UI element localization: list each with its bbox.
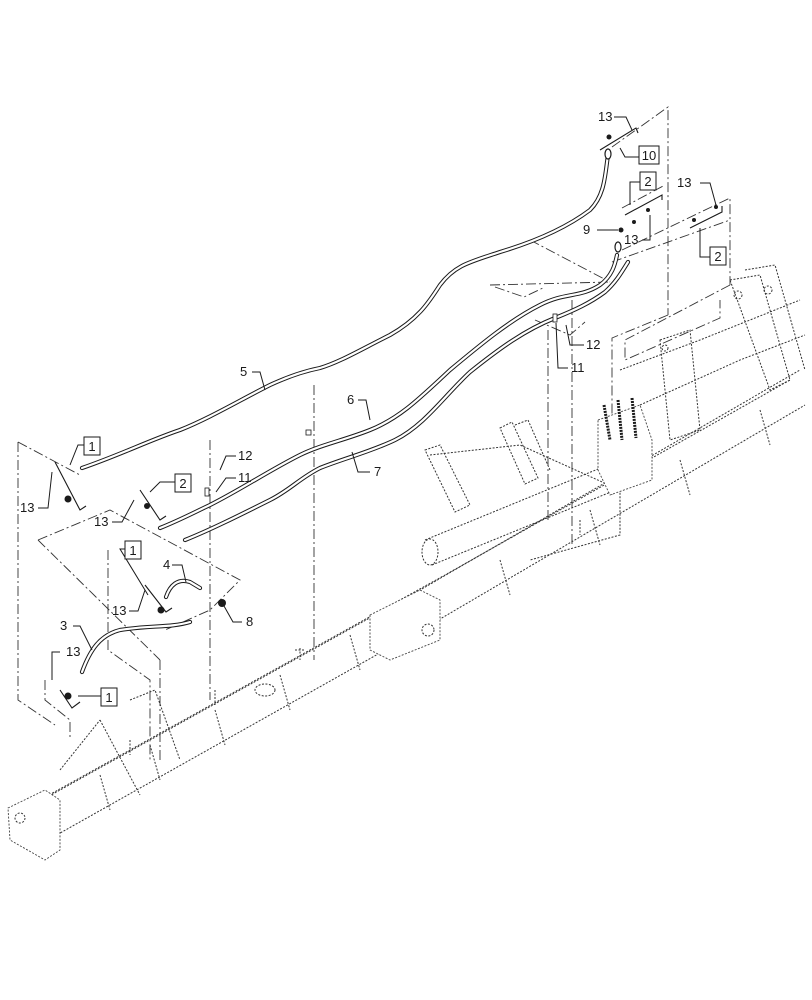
callout-10-boxed: 10 <box>642 148 656 163</box>
hose-5 <box>79 152 611 471</box>
callout-13: 13 <box>66 644 80 659</box>
brackets <box>54 127 723 709</box>
machine-frame <box>7 264 806 861</box>
callout-6: 6 <box>347 392 354 407</box>
callout-12: 12 <box>238 448 252 463</box>
callout-13: 13 <box>598 109 612 124</box>
callout-13: 13 <box>94 514 108 529</box>
callout-13: 13 <box>112 603 126 618</box>
leader-lines <box>38 116 717 697</box>
hose-7 <box>182 259 631 543</box>
callout-4: 4 <box>163 557 170 572</box>
callout-12: 12 <box>586 337 600 352</box>
callout-11: 11 <box>238 470 252 485</box>
callout-3: 3 <box>60 618 67 633</box>
callout-2-boxed: 2 <box>644 174 651 189</box>
callout-11: 11 <box>571 360 585 375</box>
callout-8: 8 <box>246 614 253 629</box>
callout-13: 13 <box>20 500 34 515</box>
hose-6 <box>157 252 620 531</box>
callout-2-boxed: 2 <box>714 249 721 264</box>
callout-9: 9 <box>583 222 590 237</box>
fittings <box>64 134 718 700</box>
callout-2-boxed: 2 <box>179 476 186 491</box>
callout-1-boxed: 1 <box>129 543 136 558</box>
hose-4 <box>163 578 203 600</box>
callouts: 13 10 2 13 9 13 2 12 11 5 6 7 1 12 11 13… <box>20 109 727 707</box>
callout-1-boxed: 1 <box>105 690 112 705</box>
hose-3 <box>79 619 193 675</box>
callout-1-boxed: 1 <box>88 439 95 454</box>
callout-5: 5 <box>240 364 247 379</box>
callout-13: 13 <box>677 175 691 190</box>
phantom-lines <box>17 106 731 762</box>
callout-7: 7 <box>374 464 381 479</box>
callout-13: 13 <box>624 232 638 247</box>
